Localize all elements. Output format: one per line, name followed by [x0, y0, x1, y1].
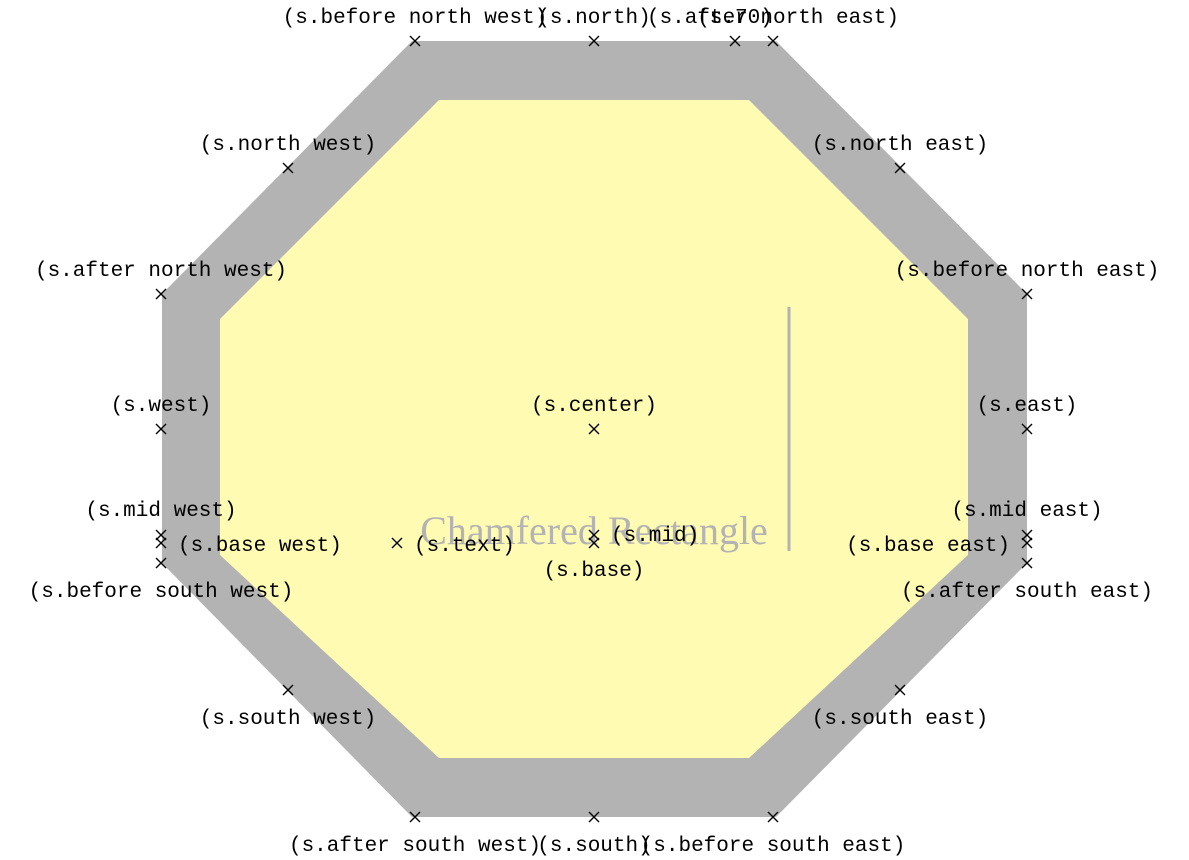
anchor-70: (s.70) — [697, 7, 773, 47]
anchor-base-west: (s.base west) — [155, 535, 342, 558]
anchor-west: (s.west) — [111, 395, 212, 435]
anchor-points: (s.before north west)(s.north)(s.70)(s.a… — [29, 7, 1160, 858]
anchor-after-north-west: (s.after north west) — [35, 260, 287, 300]
anchor-north-west: (s.north west) — [200, 134, 376, 174]
cross-marker-icon — [282, 162, 294, 174]
anchor-mid: (s.mid) — [588, 525, 699, 548]
cross-marker-icon — [894, 684, 906, 696]
cross-marker-icon — [409, 35, 421, 47]
anchor-after-south-east: (s.after south east) — [901, 557, 1153, 604]
anchor-label: (s.before north east) — [895, 260, 1160, 283]
anchor-label: (s.base east) — [846, 535, 1010, 558]
anchor-mid-east: (s.mid east) — [951, 500, 1103, 541]
cross-marker-icon — [1021, 423, 1033, 435]
cross-marker-icon — [1021, 288, 1033, 300]
anchor-label: (s.before south west) — [29, 581, 294, 604]
anchor-label: (s.70) — [697, 7, 773, 30]
anchor-label: (s.after north east) — [647, 7, 899, 30]
cross-marker-icon — [1021, 529, 1033, 541]
anchor-label: (s.south) — [537, 835, 650, 858]
cross-marker-icon — [588, 529, 600, 541]
anchor-label: (s.after north west) — [35, 260, 287, 283]
cross-marker-icon — [729, 35, 741, 47]
anchor-label: (s.north east) — [812, 134, 988, 157]
anchor-text: (s.text) — [391, 535, 515, 558]
cross-marker-icon — [767, 811, 779, 823]
anchor-label: (s.mid east) — [951, 500, 1102, 523]
anchor-center: (s.center) — [531, 395, 657, 435]
cross-marker-icon — [588, 811, 600, 823]
anchor-label: (s.before north west) — [283, 7, 548, 30]
cross-marker-icon — [155, 557, 167, 569]
anchor-label: (s.base) — [544, 560, 645, 583]
cross-marker-icon — [155, 529, 167, 541]
cross-marker-icon — [391, 537, 403, 549]
anchor-label: (s.after south east) — [901, 581, 1153, 604]
anchor-before-south-east: (s.before south east) — [641, 811, 906, 858]
cross-marker-icon — [1021, 557, 1033, 569]
anchor-label: (s.east) — [977, 395, 1078, 418]
cross-marker-icon — [588, 35, 600, 47]
cross-marker-icon — [894, 162, 906, 174]
anchor-label: (s.after south west) — [289, 835, 541, 858]
anchor-label: (s.base west) — [178, 535, 342, 558]
anchor-after-south-west: (s.after south west) — [289, 811, 541, 858]
cross-marker-icon — [409, 811, 421, 823]
cross-marker-icon — [282, 684, 294, 696]
anchor-after-north-east: (s.after north east) — [647, 7, 899, 47]
cross-marker-icon — [155, 288, 167, 300]
anchor-south: (s.south) — [537, 811, 651, 858]
anchor-north: (s.north) — [537, 7, 651, 47]
cross-marker-icon — [1021, 537, 1033, 549]
anchor-south-east: (s.south east) — [812, 684, 988, 731]
anchor-before-south-west: (s.before south west) — [29, 557, 294, 604]
cross-marker-icon — [588, 537, 600, 549]
anchor-north-east: (s.north east) — [812, 134, 988, 174]
anchor-label: (s.south east) — [812, 708, 988, 731]
anchor-before-north-east: (s.before north east) — [895, 260, 1160, 300]
shape-title-text: Chamfered Rectangle — [420, 508, 768, 553]
anchor-label: (s.text) — [414, 535, 515, 558]
anchor-east: (s.east) — [977, 395, 1078, 435]
anchor-label: (s.south west) — [200, 708, 376, 731]
anchor-before-north-west: (s.before north west) — [283, 7, 548, 47]
cross-marker-icon — [767, 35, 779, 47]
cross-marker-icon — [588, 423, 600, 435]
anchor-label: (s.center) — [531, 395, 657, 418]
anchor-mid-west: (s.mid west) — [85, 500, 237, 541]
anchor-label: (s.mid west) — [85, 500, 236, 523]
anchor-label: (s.west) — [111, 395, 212, 418]
anchor-south-west: (s.south west) — [200, 684, 376, 731]
anchor-label: (s.north west) — [200, 134, 376, 157]
anchor-label: (s.mid) — [611, 525, 699, 548]
anchor-base: (s.base) — [544, 537, 645, 583]
anchor-base-east: (s.base east) — [846, 535, 1033, 558]
cross-marker-icon — [155, 537, 167, 549]
anchor-label: (s.before south east) — [641, 835, 906, 858]
cross-marker-icon — [155, 423, 167, 435]
anchor-label: (s.north) — [537, 7, 650, 30]
